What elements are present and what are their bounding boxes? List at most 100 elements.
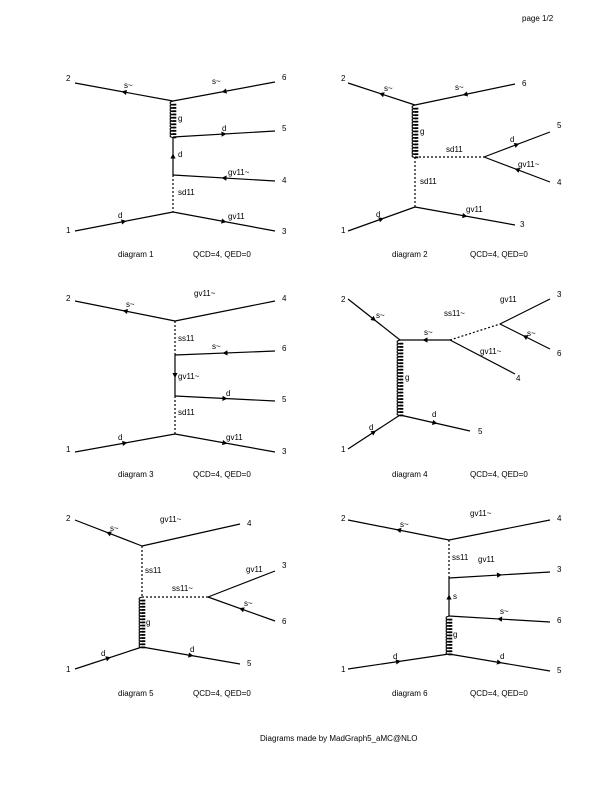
arrow-head <box>121 219 127 225</box>
particle-label: gv11 <box>226 433 243 442</box>
arrow-head <box>431 419 438 425</box>
sparticle-line <box>499 298 551 325</box>
particle-label: s~ <box>384 84 393 93</box>
particle-number: 4 <box>516 374 521 383</box>
particle-number: 3 <box>520 220 525 229</box>
particle-label: sd11 <box>178 188 195 197</box>
particle-label: s~ <box>244 599 253 608</box>
coupling-orders: QCD=4, QED=0 <box>193 689 251 698</box>
arrow-head <box>172 373 178 378</box>
particle-label: gv11 <box>246 565 263 574</box>
particle-label: ss11 <box>178 334 195 343</box>
particle-number: 3 <box>557 290 562 299</box>
sparticle-line <box>448 519 551 541</box>
arrow-head <box>514 167 521 173</box>
particle-label: g <box>420 127 424 136</box>
diagram-caption: diagram 6 <box>392 689 428 698</box>
arrow-head <box>221 88 227 94</box>
arrow-head <box>462 212 468 219</box>
particle-label: gv11~ <box>480 347 502 356</box>
particle-number: 1 <box>66 665 71 674</box>
particle-label: d <box>118 211 122 220</box>
arrow-head <box>105 656 111 662</box>
arrow-head <box>188 652 194 658</box>
particle-label: d <box>432 410 436 419</box>
particle-label: s~ <box>400 520 409 529</box>
particle-label: g <box>405 373 409 382</box>
particle-number: 4 <box>557 514 562 523</box>
particle-label: s~ <box>376 311 385 320</box>
arrow-head <box>122 440 128 447</box>
arrow-head <box>222 350 228 356</box>
particle-label: s~ <box>527 329 536 338</box>
gluon-propagator <box>396 339 404 417</box>
sparticle-line <box>207 570 276 598</box>
particle-number: 3 <box>557 565 562 574</box>
particle-number: 1 <box>341 445 346 454</box>
arrow-head <box>221 218 227 224</box>
diagram-caption: diagram 1 <box>118 250 154 259</box>
arrow-head <box>370 315 376 322</box>
particle-label: gv11 <box>228 212 245 221</box>
arrow-head <box>122 308 128 315</box>
gluon-propagator <box>169 100 177 139</box>
particle-label: s~ <box>455 83 464 92</box>
arrow-head <box>496 572 502 578</box>
particle-label: sd11 <box>178 408 195 417</box>
arrow-head <box>121 89 127 96</box>
arrow-head <box>106 531 112 537</box>
arrow-head <box>396 527 402 534</box>
particle-label: ss11 <box>145 566 162 575</box>
gluon-propagator <box>411 104 419 159</box>
particle-number: 5 <box>557 121 562 130</box>
particle-label: s~ <box>424 328 433 337</box>
coupling-orders: QCD=4, QED=0 <box>470 689 528 698</box>
particle-label: s~ <box>212 342 221 351</box>
particle-label: ss11~ <box>444 309 465 318</box>
particle-number: 1 <box>341 226 346 235</box>
particle-number: 2 <box>66 514 71 523</box>
particle-number: 2 <box>341 295 346 304</box>
particle-label: d <box>393 652 397 661</box>
particle-label: gv11~ <box>228 168 250 177</box>
diagram-caption: diagram 4 <box>392 470 428 479</box>
arrow-head <box>522 335 529 340</box>
particle-label: d <box>369 423 373 432</box>
particle-number: 2 <box>66 74 71 83</box>
particle-number: 6 <box>557 616 562 625</box>
particle-number: 5 <box>478 427 483 436</box>
arrow-head <box>462 91 468 97</box>
particle-label: d <box>510 135 514 144</box>
arrow-head <box>395 659 401 665</box>
particle-label: d <box>101 649 105 658</box>
particle-number: 2 <box>66 294 71 303</box>
coupling-orders: QCD=4, QED=0 <box>193 470 251 479</box>
particle-number: 3 <box>282 227 287 236</box>
particle-label: gv11 <box>478 555 495 564</box>
particle-label: gv11~ <box>518 160 540 169</box>
arrow-head <box>370 430 377 436</box>
arrow-head <box>222 439 228 446</box>
arrow-head <box>221 175 227 181</box>
particle-number: 5 <box>557 666 562 675</box>
particle-number: 1 <box>66 445 71 454</box>
arrow-head <box>379 92 385 98</box>
arrow-head <box>239 607 245 613</box>
particle-label: gv11~ <box>470 509 492 518</box>
arrow-head <box>496 659 502 665</box>
particle-number: 1 <box>66 226 71 235</box>
particle-label: sd11 <box>446 145 463 154</box>
gluon-propagator <box>138 596 146 649</box>
arrow-head <box>513 142 520 148</box>
particle-label: gv11 <box>466 205 483 214</box>
particle-number: 5 <box>282 124 287 133</box>
particle-number: 2 <box>341 514 346 523</box>
particle-number: 6 <box>282 73 287 82</box>
